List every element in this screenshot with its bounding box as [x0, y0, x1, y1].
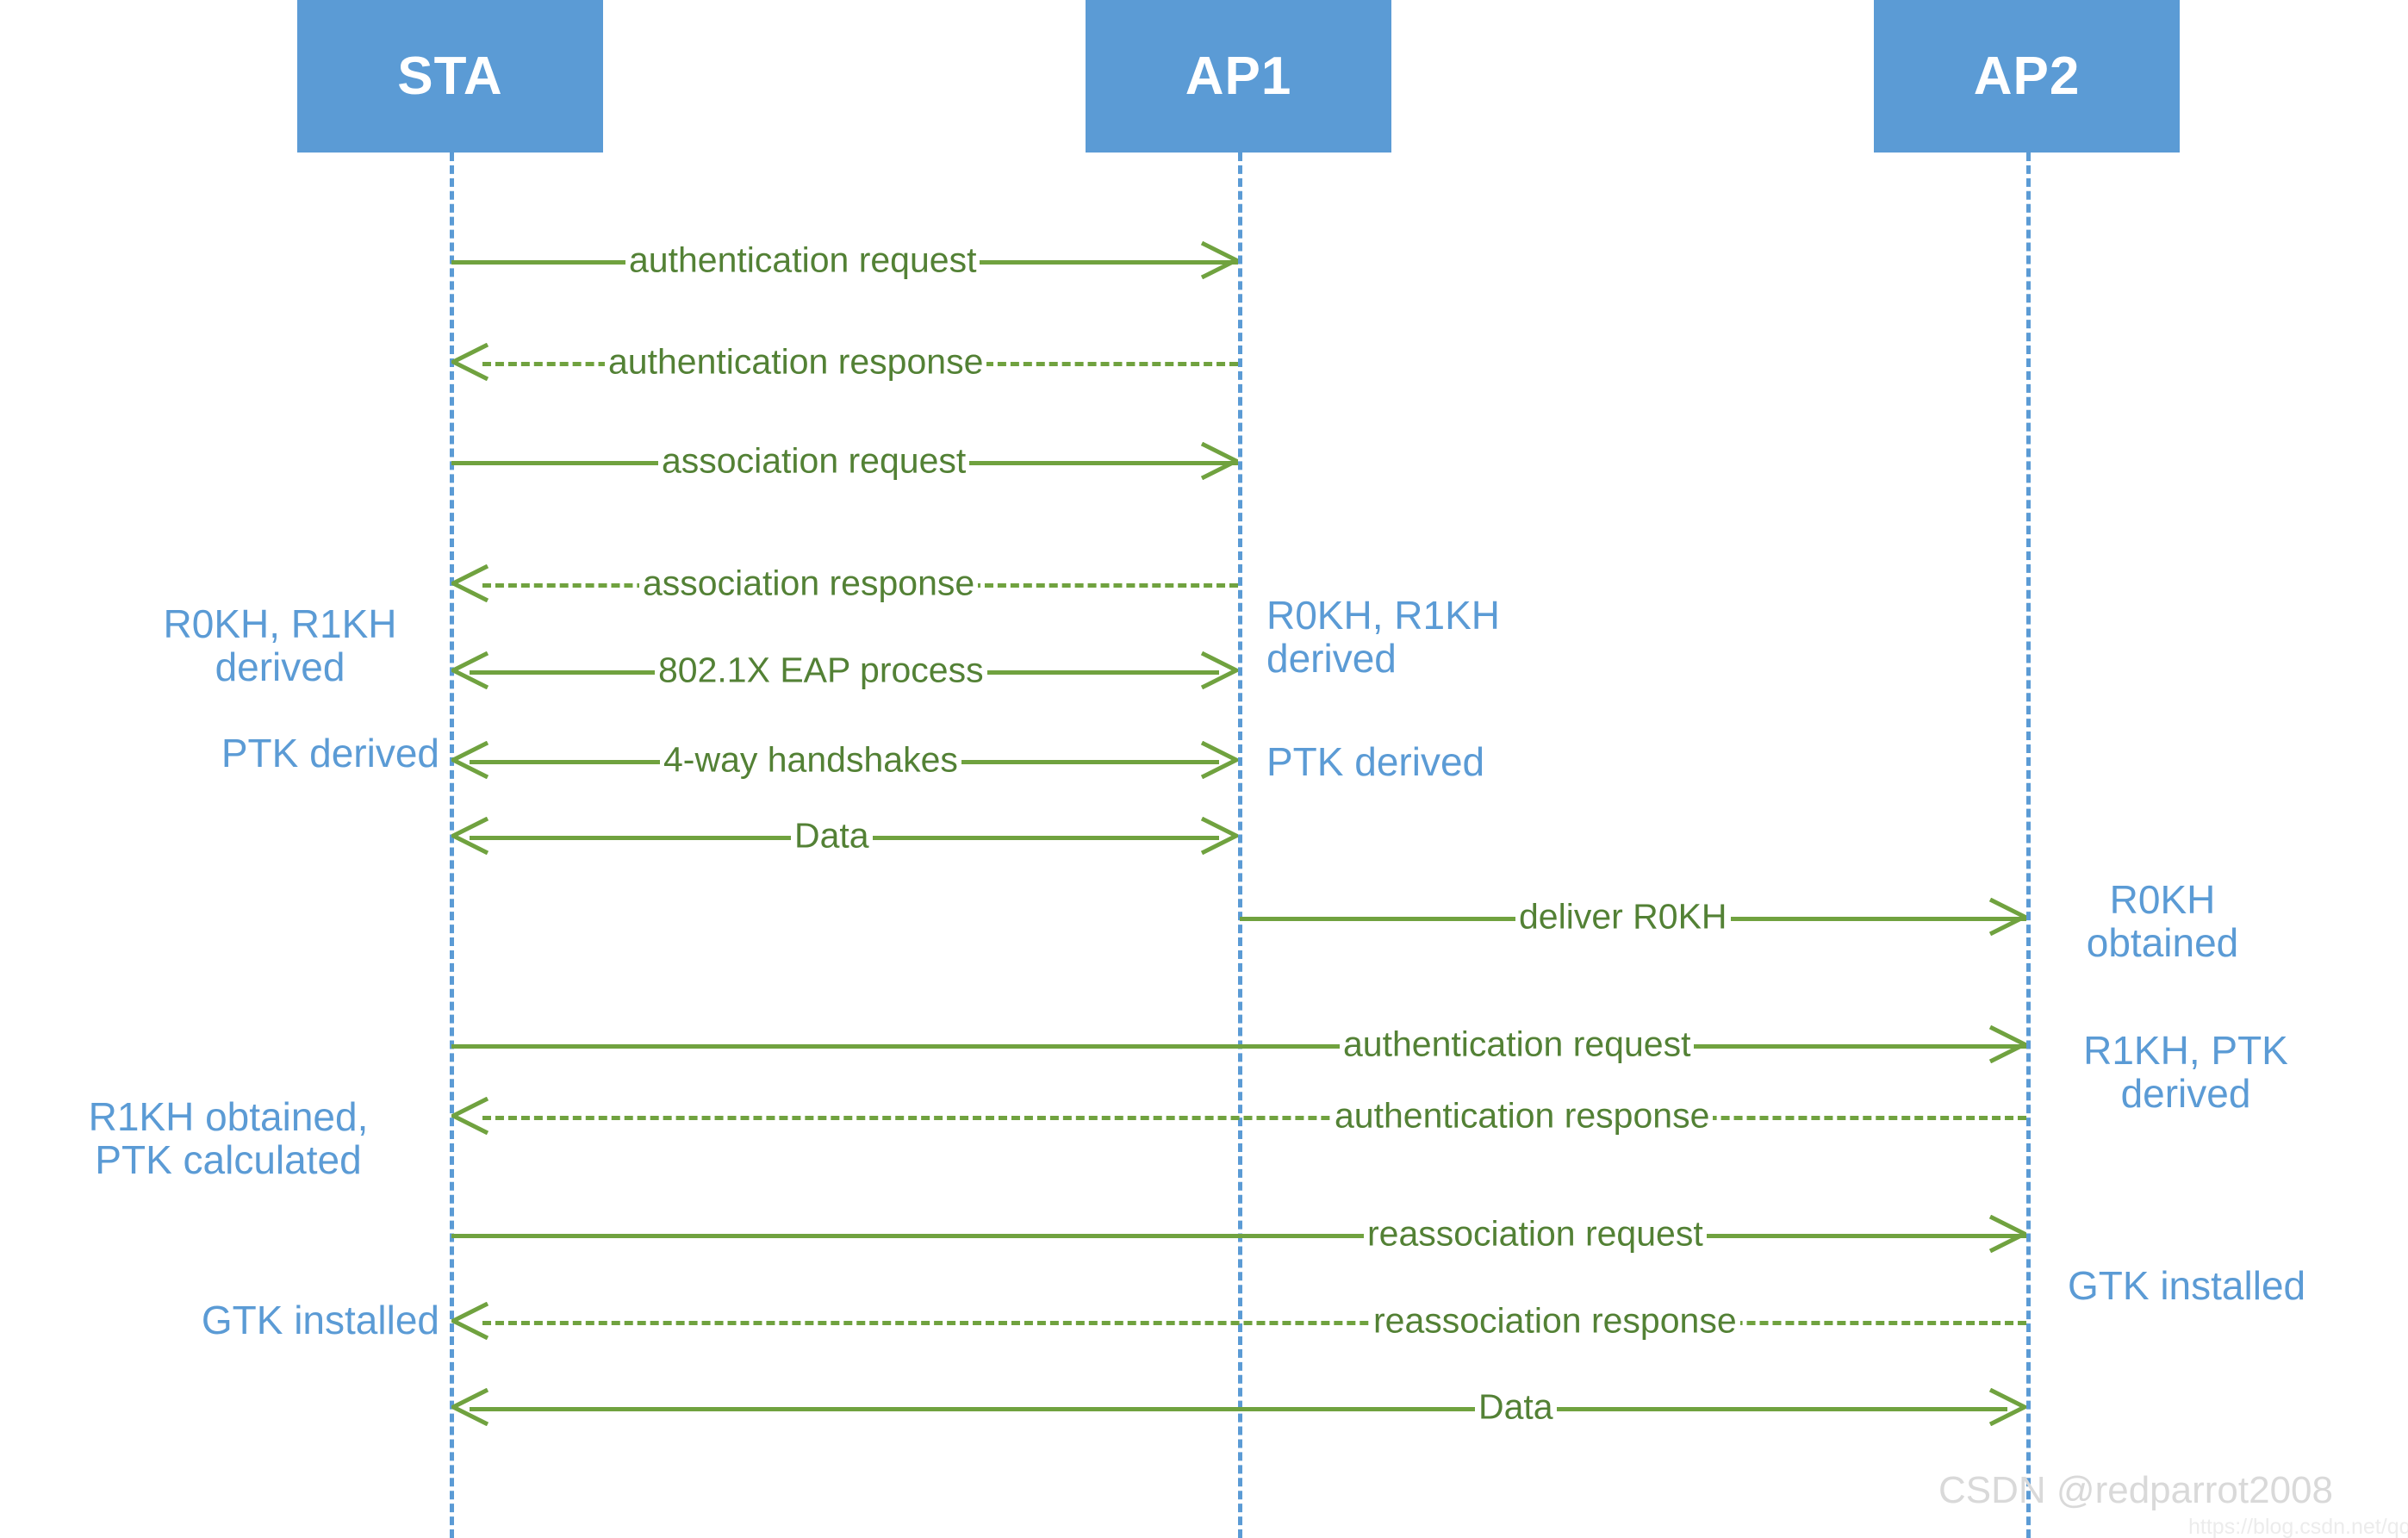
arrowhead-right-5 [1200, 741, 1238, 779]
arrowhead-right-4 [1200, 651, 1238, 689]
note-sta-r1kh-obtained: R1KH obtained, PTK calculated [88, 1094, 369, 1182]
message-label-7: deliver R0KH [1515, 899, 1731, 935]
actor-label-sta: STA [397, 47, 503, 106]
message-label-8: authentication request [1340, 1026, 1695, 1062]
message-label-5: 4-way handshakes [660, 742, 961, 778]
message-label-10: reassociation request [1364, 1216, 1707, 1252]
note-ap2-r1kh-ptk-derived: R1KH, PTK derived [2083, 1028, 2288, 1116]
actor-label-ap2: AP2 [1973, 47, 2081, 106]
note-sta-r0kh-r1kh: R0KH, R1KH derived [163, 601, 397, 689]
lifeline-ap2 [2026, 153, 2031, 1538]
message-label-1: authentication response [605, 344, 987, 380]
note-ap2-gtk-installed: GTK installed [2068, 1263, 2306, 1308]
note-ap2-r0kh-obtained: R0KH obtained [2086, 877, 2239, 965]
message-line-9 [482, 1116, 2026, 1120]
arrowhead-left-11 [451, 1302, 489, 1340]
arrowhead-right-7 [1988, 898, 2026, 936]
message-label-12: Data [1475, 1389, 1557, 1425]
arrowhead-left-4 [451, 651, 489, 689]
arrowhead-left-1 [451, 343, 489, 381]
message-label-11: reassociation response [1370, 1303, 1740, 1339]
watermark-text: CSDN @redparrot2008 [1938, 1469, 2333, 1511]
arrowhead-right-12 [1988, 1388, 2026, 1426]
actor-box-ap1: AP1 [1086, 0, 1391, 153]
arrowhead-right-8 [1988, 1025, 2026, 1063]
arrowhead-left-6 [451, 817, 489, 855]
message-label-2: association request [658, 443, 970, 479]
actor-box-sta: STA [297, 0, 603, 153]
arrowhead-right-6 [1200, 817, 1238, 855]
lifeline-sta [450, 153, 454, 1538]
message-label-6: Data [791, 818, 873, 854]
message-label-0: authentication request [625, 242, 980, 278]
arrowhead-left-3 [451, 564, 489, 602]
arrowhead-right-2 [1200, 442, 1238, 480]
message-line-8 [451, 1044, 2026, 1049]
message-label-9: authentication response [1331, 1098, 1714, 1134]
note-ap1-r0kh-r1kh: R0KH, R1KH derived [1266, 593, 1500, 681]
message-label-4: 802.1X EAP process [655, 652, 987, 688]
message-line-11 [482, 1321, 2026, 1325]
message-line-12 [470, 1407, 2007, 1411]
arrowhead-left-9 [451, 1097, 489, 1135]
note-sta-ptk-derived: PTK derived [221, 731, 439, 775]
actor-box-ap2: AP2 [1874, 0, 2180, 153]
lifeline-ap1 [1238, 153, 1242, 1538]
message-line-10 [451, 1234, 2026, 1238]
arrowhead-right-10 [1988, 1215, 2026, 1253]
arrowhead-right-0 [1200, 241, 1238, 279]
arrowhead-left-12 [451, 1388, 489, 1426]
message-label-3: association response [639, 565, 979, 601]
arrowhead-left-5 [451, 741, 489, 779]
watermark-url: https://blog.csdn.net/qq_23087099 [2188, 1515, 2408, 1538]
actor-label-ap1: AP1 [1185, 47, 1292, 106]
note-ap1-ptk-derived: PTK derived [1266, 739, 1485, 784]
note-sta-gtk-installed: GTK installed [201, 1298, 439, 1342]
